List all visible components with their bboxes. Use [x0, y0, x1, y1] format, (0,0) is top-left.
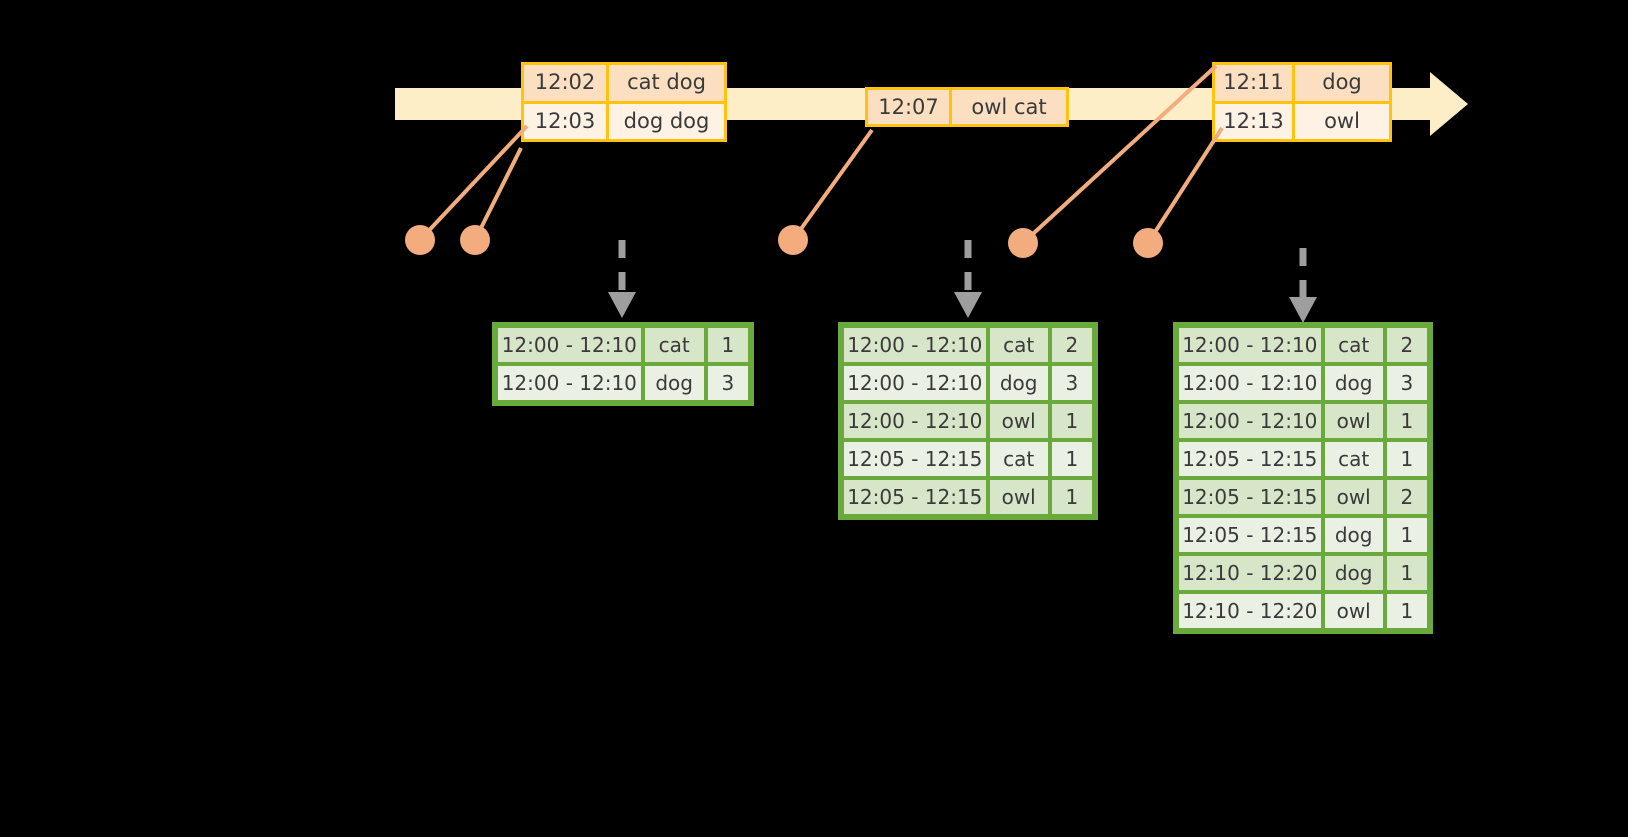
cell-window: 12:00 - 12:10	[844, 404, 986, 438]
event-time: 12:07	[878, 94, 939, 119]
event-row: 12:07 owl cat	[868, 90, 1066, 124]
cell-window: 12:10 - 12:20	[1179, 594, 1321, 628]
cell-word: dog	[1324, 366, 1383, 400]
cell-count: 1	[1386, 556, 1427, 590]
table-row: 12:05 - 12:15 owl 2	[1177, 478, 1429, 516]
cell-word: owl	[1324, 480, 1383, 514]
table-row: 12:05 - 12:15 dog 1	[1177, 516, 1429, 554]
connector-dot-2	[460, 225, 490, 255]
result-table-1[interactable]: 12:00 - 12:10 cat 1 12:00 - 12:10 dog 3	[492, 322, 754, 406]
dashed-arrow-head-3	[1289, 297, 1317, 323]
cell-window: 12:00 - 12:10	[498, 366, 641, 400]
connector-dot-3	[778, 225, 808, 255]
table-row: 12:00 - 12:10 cat 1	[496, 326, 750, 364]
table-row: 12:05 - 12:15 owl 1	[842, 478, 1094, 516]
table-row: 12:05 - 12:15 cat 1	[1177, 440, 1429, 478]
connector-dot-4	[1008, 228, 1038, 258]
cell-count: 2	[1386, 480, 1427, 514]
cell-word: owl	[989, 404, 1048, 438]
event-row: 12:02 cat dog	[524, 65, 724, 101]
event-time: 12:13	[1223, 108, 1284, 133]
cell-window: 12:00 - 12:10	[1179, 366, 1321, 400]
event-group-2[interactable]: 12:07 owl cat	[865, 87, 1069, 127]
cell-count: 1	[1051, 480, 1092, 514]
table-row: 12:00 - 12:10 dog 3	[1177, 364, 1429, 402]
cell-count: 1	[1051, 442, 1092, 476]
table-row: 12:00 - 12:10 cat 2	[842, 326, 1094, 364]
event-words: owl cat	[971, 94, 1047, 119]
event-time: 12:02	[534, 70, 596, 95]
cell-count: 2	[1386, 328, 1427, 362]
connector-line-3	[791, 128, 874, 242]
event-row: 12:13 owl	[1215, 100, 1389, 139]
table-row: 12:00 - 12:10 dog 3	[496, 364, 750, 402]
timeline-arrow-head	[1430, 72, 1468, 136]
cell-word: cat	[1324, 328, 1383, 362]
table-row: 12:00 - 12:10 dog 3	[842, 364, 1094, 402]
table-row: 12:10 - 12:20 dog 1	[1177, 554, 1429, 592]
cell-count: 3	[1051, 366, 1092, 400]
cell-word: cat	[1324, 442, 1383, 476]
table-row: 12:00 - 12:10 cat 2	[1177, 326, 1429, 364]
dashed-arrow-head-2	[954, 292, 982, 318]
cell-word: owl	[1324, 404, 1383, 438]
cell-word: cat	[989, 442, 1048, 476]
cell-window: 12:05 - 12:15	[844, 442, 986, 476]
connector-line-5	[1146, 126, 1224, 245]
connector-line-1	[418, 124, 529, 242]
event-time: 12:03	[534, 108, 596, 133]
table-row: 12:00 - 12:10 owl 1	[1177, 402, 1429, 440]
cell-word: cat	[989, 328, 1048, 362]
cell-count: 1	[1051, 404, 1092, 438]
cell-count: 1	[707, 328, 748, 362]
cell-count: 1	[1386, 404, 1427, 438]
event-row: 12:03 dog dog	[524, 100, 724, 139]
cell-count: 1	[1386, 442, 1427, 476]
cell-window: 12:05 - 12:15	[1179, 442, 1321, 476]
cell-count: 3	[707, 366, 748, 400]
cell-window: 12:10 - 12:20	[1179, 556, 1321, 590]
cell-window: 12:00 - 12:10	[844, 328, 986, 362]
table-row: 12:05 - 12:15 cat 1	[842, 440, 1094, 478]
cell-word: owl	[1324, 594, 1383, 628]
cell-word: cat	[644, 328, 704, 362]
table-row: 12:10 - 12:20 owl 1	[1177, 592, 1429, 630]
result-table-3[interactable]: 12:00 - 12:10 cat 2 12:00 - 12:10 dog 3 …	[1173, 322, 1433, 634]
cell-window: 12:00 - 12:10	[1179, 328, 1321, 362]
event-words: owl	[1324, 108, 1360, 133]
cell-window: 12:00 - 12:10	[844, 366, 986, 400]
connector-dot-5	[1133, 228, 1163, 258]
cell-word: dog	[1324, 556, 1383, 590]
cell-word: owl	[989, 480, 1048, 514]
event-group-3[interactable]: 12:11 dog 12:13 owl	[1212, 62, 1392, 142]
event-words: dog	[1322, 70, 1362, 95]
cell-window: 12:05 - 12:15	[1179, 480, 1321, 514]
cell-window: 12:05 - 12:15	[1179, 518, 1321, 552]
event-words: dog dog	[623, 108, 710, 133]
cell-word: dog	[644, 366, 704, 400]
dashed-arrow-head-1	[608, 292, 636, 318]
event-group-1[interactable]: 12:02 cat dog 12:03 dog dog	[521, 62, 727, 142]
cell-count: 2	[1051, 328, 1092, 362]
event-row: 12:11 dog	[1215, 65, 1389, 101]
cell-word: dog	[989, 366, 1048, 400]
event-time: 12:11	[1223, 70, 1284, 95]
cell-count: 1	[1386, 518, 1427, 552]
table-row: 12:00 - 12:10 owl 1	[842, 402, 1094, 440]
connector-dot-1	[405, 225, 435, 255]
cell-word: dog	[1324, 518, 1383, 552]
cell-window: 12:05 - 12:15	[844, 480, 986, 514]
event-words: cat dog	[627, 70, 706, 95]
result-table-2[interactable]: 12:00 - 12:10 cat 2 12:00 - 12:10 dog 3 …	[838, 322, 1098, 520]
cell-count: 1	[1386, 594, 1427, 628]
cell-count: 3	[1386, 366, 1427, 400]
cell-window: 12:00 - 12:10	[498, 328, 641, 362]
cell-window: 12:00 - 12:10	[1179, 404, 1321, 438]
